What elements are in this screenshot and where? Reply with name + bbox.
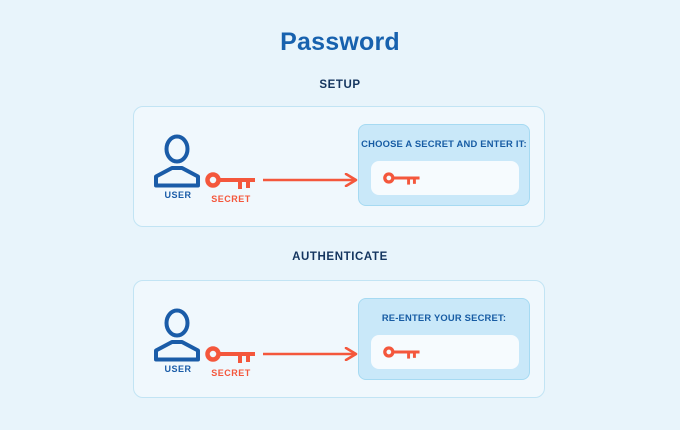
page-title: Password	[280, 28, 400, 56]
setup-card: USER SECRET CHOOSE A SECRET AND ENTER IT…	[133, 106, 545, 227]
arrow-right-icon	[263, 173, 358, 187]
secret-input	[371, 161, 519, 195]
user-icon	[154, 308, 200, 362]
secret-input	[371, 335, 519, 369]
prompt-label: RE-ENTER YOUR SECRET:	[381, 312, 507, 323]
authenticate-prompt-panel: RE-ENTER YOUR SECRET:	[358, 298, 530, 380]
user-icon	[154, 134, 200, 188]
authenticate-card: USER SECRET RE-ENTER YOUR SECRET:	[133, 280, 545, 398]
secret-label: SECRET	[211, 368, 251, 378]
prompt-label: CHOOSE A SECRET AND ENTER IT:	[361, 138, 527, 149]
key-icon	[383, 172, 420, 185]
user-label: USER	[164, 364, 192, 374]
section-heading-authenticate: AUTHENTICATE	[292, 251, 388, 263]
key-icon	[205, 346, 255, 363]
arrow-right-icon	[263, 347, 358, 361]
key-icon	[383, 346, 420, 359]
user-label: USER	[164, 190, 192, 200]
setup-prompt-panel: CHOOSE A SECRET AND ENTER IT:	[358, 124, 530, 206]
section-heading-setup: SETUP	[319, 79, 361, 91]
key-icon	[205, 172, 255, 189]
secret-label: SECRET	[211, 194, 251, 204]
